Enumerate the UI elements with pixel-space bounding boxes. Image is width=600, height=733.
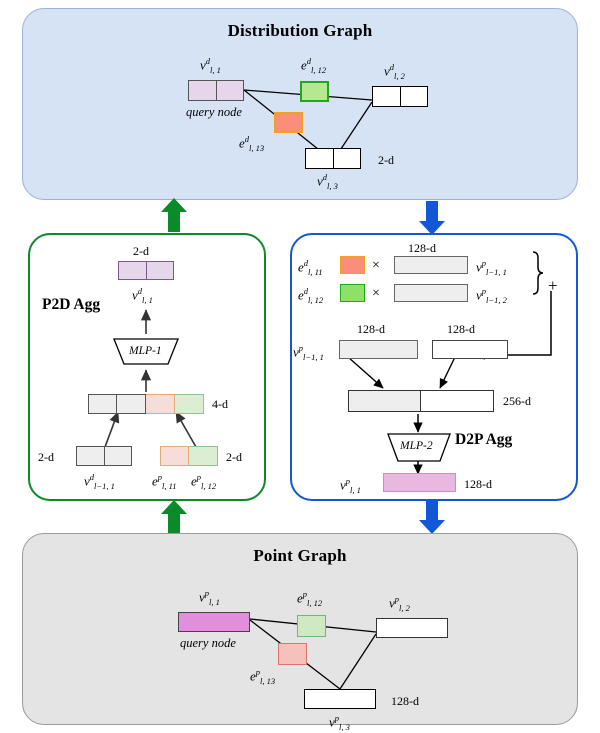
point-edge-e-l12: [297, 615, 326, 637]
distribution-graph-title: Distribution Graph: [227, 21, 373, 40]
d2p-row-2-vector-label: vpl−1, 2: [476, 286, 507, 305]
d2p-mlp2-label: MLP-2: [400, 440, 433, 452]
p2d-input-right-dim-label: 2-d: [226, 450, 242, 464]
distribution-graph-panel: Distribution Graph: [22, 8, 578, 200]
point-query-node-note: query node: [180, 636, 236, 650]
dist-edge-e-l13-label: edl, 13: [239, 134, 265, 153]
d2p-row-1-edge-swatch: [340, 256, 365, 274]
d2p-row-2-edge-swatch: [340, 284, 365, 302]
d2p-row-1-vector-box: [394, 256, 468, 274]
dist-node-v-l2-divider: [400, 86, 401, 107]
point-node-v-l3: [304, 689, 376, 709]
p2d-input-node-divider: [104, 446, 105, 466]
d2p-row-2-times-icon: ×: [372, 286, 380, 301]
point-node-v-l2: [376, 618, 448, 638]
d2p-row-1-edge-label: edl, 11: [298, 258, 323, 277]
point-edge-e-l13-label: epl, 13: [250, 667, 276, 686]
point-dim-label: 128-d: [391, 694, 419, 708]
p2d-concat-dim-label: 4-d: [212, 397, 228, 411]
d2p-concat-dim-label: 256-d: [503, 394, 531, 408]
d2p-output-box: [383, 473, 456, 492]
dist-node-v-l2-label: vdl, 2: [384, 62, 405, 81]
d2p-row-dim-label: 128-d: [408, 241, 436, 255]
d2p-output-node-label: vpl, 1: [340, 476, 361, 495]
d2p-row-1-times-icon: ×: [372, 258, 380, 273]
d2p-row-2-edge-label: edl, 12: [298, 286, 324, 305]
d2p-output-dim-label: 128-d: [464, 477, 492, 491]
p2d-concat-seg-4: [175, 394, 204, 414]
dist-query-node-note: query node: [186, 105, 242, 119]
green-up-arrow-upper: [161, 198, 187, 232]
point-graph-title: Point Graph: [253, 546, 347, 565]
d2p-row-2-vector-box: [394, 284, 468, 302]
p2d-input-node-label: vdl−1, 1: [84, 472, 115, 491]
d2p-right-128-box: [432, 340, 508, 359]
green-up-arrow-lower: [161, 500, 187, 533]
p2d-concat-seg-2: [117, 394, 146, 414]
p2d-input-edge-2-box: [189, 446, 218, 466]
p2d-input-left-dim-label: 2-d: [38, 450, 54, 464]
p2d-agg-title: P2D Agg: [42, 296, 101, 313]
dist-node-v-l3-divider: [333, 148, 334, 169]
blue-down-arrow-lower: [419, 501, 445, 534]
d2p-left-128-box: [339, 340, 418, 359]
dist-node-v-l3-label: vdl, 3: [317, 172, 338, 191]
dist-edge-e-l12-label: edl, 12: [301, 56, 327, 75]
p2d-output-box-divider: [146, 261, 147, 280]
p2d-input-edge-1-label: epl, 11: [152, 472, 177, 491]
p2d-output-node-label: vdl, 1: [132, 286, 153, 305]
dist-node-v-l1-divider: [216, 80, 217, 101]
d2p-left-128-dim-label: 128-d: [357, 322, 385, 336]
point-edge-e-l12-label: epl, 12: [297, 589, 323, 608]
p2d-concat-seg-1: [88, 394, 117, 414]
dist-edge-e-l12: [300, 81, 329, 102]
blue-down-arrow-upper: [419, 201, 445, 235]
d2p-row-1-vector-label: vpl−1, 1: [476, 258, 507, 277]
point-node-v-l1-label: vpl, 1: [199, 588, 220, 607]
d2p-concat-right-half: [421, 390, 494, 412]
d2p-agg-title: D2P Agg: [455, 431, 513, 448]
dist-node-v-l1-label: vdl, 1: [200, 56, 221, 75]
p2d-input-edge-2-label: epl, 12: [191, 472, 217, 491]
point-edge-e-l13: [278, 643, 307, 665]
dist-dim-label: 2-d: [378, 153, 394, 167]
p2d-mlp1-label: MLP-1: [129, 345, 162, 357]
point-node-v-l2-label: vpl, 2: [389, 594, 410, 613]
d2p-left-vector-label: vpl−1, 1: [293, 343, 324, 362]
p2d-output-dim-label: 2-d: [133, 244, 149, 258]
point-node-v-l3-label: vpl, 3: [329, 713, 350, 732]
d2p-concat-left-half: [348, 390, 421, 412]
d2p-right-128-dim-label: 128-d: [447, 322, 475, 336]
dist-edge-e-l13: [274, 112, 303, 133]
p2d-input-edge-1-box: [160, 446, 189, 466]
point-node-v-l1: [178, 612, 250, 632]
p2d-concat-seg-3: [146, 394, 175, 414]
d2p-plus-icon: +: [548, 276, 558, 295]
